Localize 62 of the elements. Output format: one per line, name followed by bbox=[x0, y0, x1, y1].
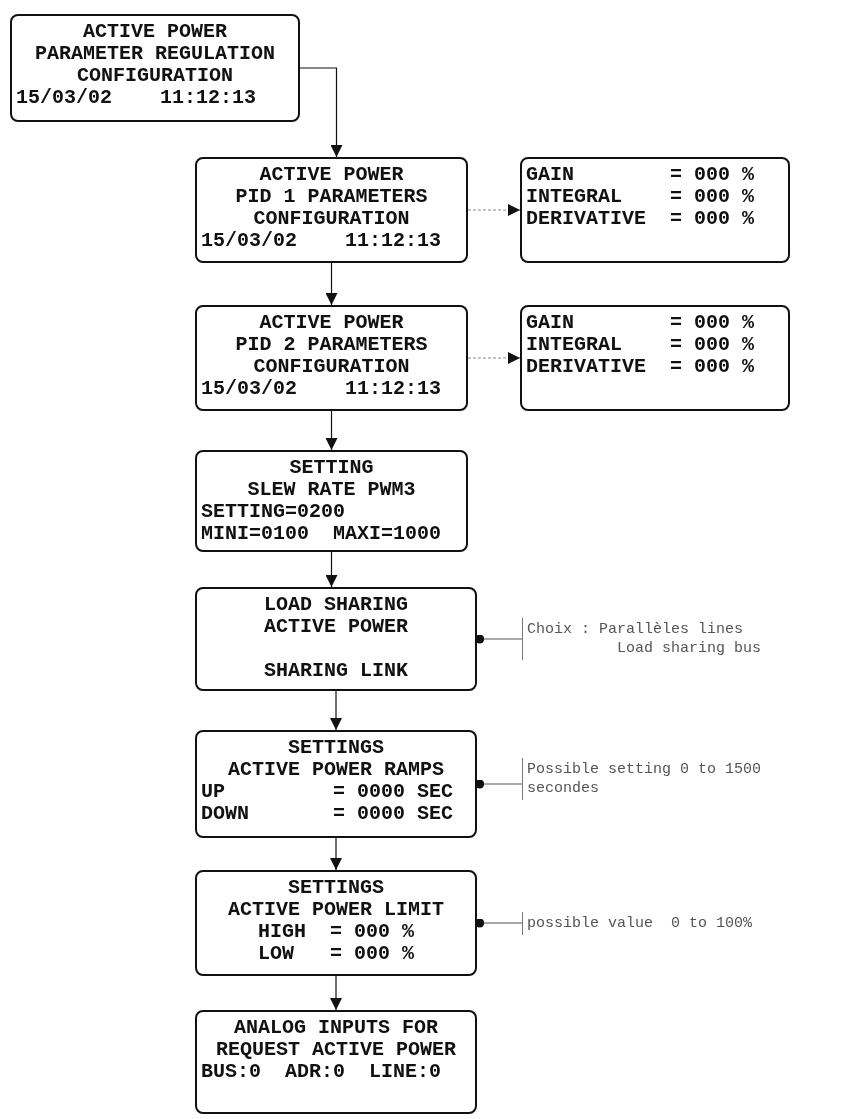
leader-line bbox=[475, 779, 523, 789]
screen-line: REQUEST ACTIVE POWER bbox=[215, 1039, 456, 1061]
screen-line: MINI=0100 MAXI=1000 bbox=[201, 523, 442, 545]
arrow bbox=[325, 551, 338, 588]
screen-line: CONFIGURATION bbox=[253, 356, 410, 378]
screen-line: SHARING LINK bbox=[264, 660, 408, 682]
screen-display-box bbox=[195, 730, 477, 838]
screen-line: ANALOG INPUTS FOR bbox=[233, 1017, 438, 1039]
note-text: Choix : Parallèles lines bbox=[527, 620, 745, 639]
screen-display-box bbox=[195, 305, 468, 411]
screen-line: ACTIVE POWER bbox=[264, 616, 408, 638]
arrow bbox=[330, 690, 342, 731]
screen-line: 15/03/02 11:12:13 bbox=[16, 87, 257, 109]
screen-display-box bbox=[520, 305, 790, 411]
screen-line: 15/03/02 11:12:13 bbox=[201, 230, 442, 252]
screen-line: PID 2 PARAMETERS bbox=[235, 334, 428, 356]
note-text: Load sharing bus bbox=[616, 639, 763, 658]
screen-line: ACTIVE POWER bbox=[259, 312, 404, 334]
screen-line: CONFIGURATION bbox=[253, 208, 410, 230]
screen-line: ACTIVE POWER bbox=[83, 21, 227, 43]
screen-line: SETTINGS bbox=[288, 877, 384, 899]
arrow bbox=[467, 204, 521, 216]
screen-line: INTEGRAL = 000 % bbox=[526, 186, 755, 208]
screen-line: UP = 0000 SEC bbox=[201, 781, 454, 803]
arrow bbox=[467, 352, 521, 364]
screen-line: PID 1 PARAMETERS bbox=[235, 186, 428, 208]
leader-line bbox=[475, 634, 523, 644]
screen-line: GAIN = 000 % bbox=[526, 164, 755, 186]
screen-line: LOAD SHARING bbox=[264, 594, 408, 616]
arrow bbox=[325, 262, 338, 306]
screen-display-box bbox=[195, 450, 468, 552]
screen-display-box bbox=[195, 870, 477, 976]
screen-display-box bbox=[520, 157, 790, 263]
screen-line: SETTING=0200 bbox=[201, 501, 346, 523]
screen-line: LOW = 000 % bbox=[258, 943, 414, 965]
screen-line: CONFIGURATION bbox=[77, 65, 233, 87]
arrow bbox=[299, 67, 343, 158]
note-text: Possible setting 0 to 1500 secondes bbox=[527, 760, 763, 798]
screen-line: SLEW RATE PWM3 bbox=[247, 479, 416, 501]
screen-display-box bbox=[10, 14, 300, 122]
screen-line: PARAMETER REGULATION bbox=[34, 43, 275, 65]
screen-display-box bbox=[195, 157, 468, 263]
leader-line bbox=[475, 918, 523, 928]
screen-line: GAIN = 000 % bbox=[526, 312, 755, 334]
screen-line: SETTINGS bbox=[288, 737, 384, 759]
arrow bbox=[325, 410, 338, 451]
screen-line: BUS:0 ADR:0 LINE:0 bbox=[201, 1061, 442, 1083]
screen-display-box bbox=[195, 587, 477, 691]
screen-line: ACTIVE POWER RAMPS bbox=[227, 759, 444, 781]
screen-display-box bbox=[195, 1010, 477, 1114]
note-text: possible value 0 to 100% bbox=[527, 914, 754, 933]
arrow bbox=[330, 837, 342, 871]
screen-line: ACTIVE POWER bbox=[259, 164, 404, 186]
screen-line: DOWN = 0000 SEC bbox=[201, 803, 454, 825]
screen-line: SETTING bbox=[289, 457, 374, 479]
arrow bbox=[330, 975, 342, 1011]
screen-line: 15/03/02 11:12:13 bbox=[201, 378, 442, 400]
screen-line: DERIVATIVE = 000 % bbox=[526, 356, 755, 378]
screen-line: DERIVATIVE = 000 % bbox=[526, 208, 755, 230]
screen-line: INTEGRAL = 000 % bbox=[526, 334, 755, 356]
screen-line: HIGH = 000 % bbox=[258, 921, 414, 943]
screen-line: ACTIVE POWER LIMIT bbox=[227, 899, 444, 921]
